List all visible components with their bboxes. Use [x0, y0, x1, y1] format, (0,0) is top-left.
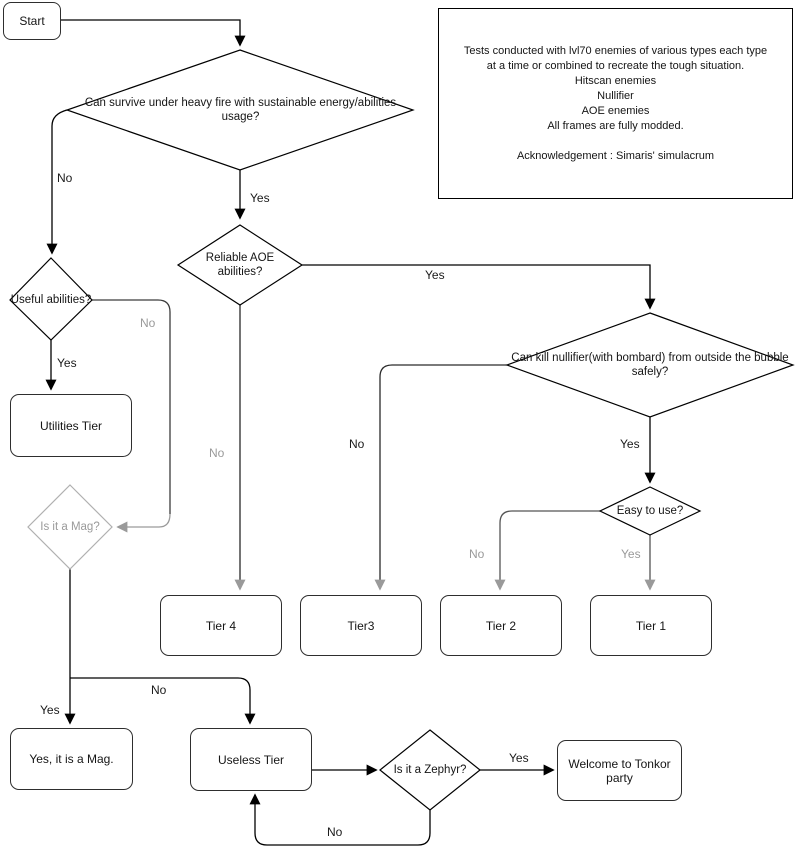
- diamond-zephyr-label: Is it a Zephyr?: [393, 764, 467, 776]
- edge-label-aoe-no: No: [209, 446, 225, 460]
- node-tonkor-party: Welcome to Tonkor party: [557, 740, 682, 801]
- notes-line: Tests conducted with lvl70 enemies of va…: [463, 44, 768, 57]
- notes-line: AOE enemies: [581, 104, 650, 117]
- edge-label-useful-no: No: [140, 316, 156, 330]
- notes-box: Tests conducted with lvl70 enemies of va…: [438, 8, 793, 199]
- edge-label-aoe-yes: Yes: [425, 268, 445, 282]
- node-tier1-label: Tier 1: [635, 618, 667, 633]
- edge-label-survive-no: No: [57, 171, 73, 185]
- node-tier4-label: Tier 4: [205, 618, 237, 633]
- diamond-useful-label: Useful abilities?: [10, 294, 92, 306]
- edge-label-zephyr-no: No: [327, 825, 343, 839]
- edge-label-null-no: No: [349, 437, 365, 451]
- node-tier2: Tier 2: [440, 595, 562, 656]
- edge-label-zephyr-yes: Yes: [509, 751, 529, 765]
- node-tier2-label: Tier 2: [485, 618, 517, 633]
- diamond-zephyr: [379, 729, 481, 811]
- notes-line: Acknowledgement : Simaris' simulacrum: [516, 149, 715, 162]
- node-utilities-tier-label: Utilities Tier: [39, 418, 102, 433]
- node-start-label: Start: [19, 14, 45, 28]
- notes-line: Hitscan enemies: [574, 74, 657, 87]
- edge-survive-no: [46, 109, 68, 255]
- node-useless-tier-label: Useless Tier: [217, 752, 285, 767]
- edge-label-useful-yes: Yes: [57, 356, 77, 370]
- node-tier1: Tier 1: [590, 595, 712, 656]
- node-tier4: Tier 4: [160, 595, 282, 656]
- diamond-mag: [27, 484, 113, 570]
- edge-start-to-survive: [60, 19, 246, 47]
- diamond-nullifier: [505, 312, 795, 418]
- node-yes-mag-label: Yes, it is a Mag.: [29, 752, 114, 766]
- edge-useful-no-down: [92, 299, 171, 514]
- edge-zephyr-no-loop: [249, 793, 431, 846]
- edge-label-easy-no: No: [469, 547, 485, 561]
- edge-label-easy-yes: Yes: [621, 547, 641, 561]
- node-tier3-label: Tier3: [347, 618, 375, 633]
- edge-useful-no-into-mag: [116, 513, 171, 533]
- diamond-aoe: [176, 224, 304, 306]
- node-useless-tier: Useless Tier: [190, 728, 312, 791]
- diamond-mag-label: Is it a Mag?: [40, 521, 100, 533]
- edge-null-no-tier3: [374, 364, 507, 591]
- node-start: Start: [3, 2, 61, 40]
- diamond-useful: [9, 257, 93, 341]
- diamond-easy: [598, 486, 702, 536]
- edge-aoe-yes: [302, 264, 656, 310]
- diamond-nullifier-label: Can kill nullifier(with bombard) from ou…: [511, 352, 789, 378]
- edge-label-mag-yes: Yes: [40, 703, 60, 717]
- edge-label-null-yes: Yes: [620, 437, 640, 451]
- node-utilities-tier: Utilities Tier: [10, 394, 132, 457]
- edge-label-survive-yes: Yes: [250, 191, 270, 205]
- notes-line: at a time or combined to recreate the to…: [486, 59, 745, 72]
- edge-easy-no-tier2: [494, 510, 600, 591]
- node-yes-mag: Yes, it is a Mag.: [10, 728, 133, 790]
- notes-line: Nullifier: [597, 89, 634, 102]
- edge-mag-no: [70, 677, 256, 725]
- diamond-survive: [65, 49, 415, 171]
- edge-label-mag-no: No: [151, 683, 167, 697]
- diamond-aoe-label: Reliable AOE abilities?: [205, 252, 275, 278]
- notes-line: All frames are fully modded.: [547, 119, 684, 132]
- node-tonkor-party-label: Welcome to Tonkor party: [568, 756, 671, 785]
- diamond-survive-label: Can survive under heavy fire with sustai…: [84, 97, 397, 123]
- diamond-easy-label: Easy to use?: [616, 505, 684, 517]
- node-tier3: Tier3: [300, 595, 422, 656]
